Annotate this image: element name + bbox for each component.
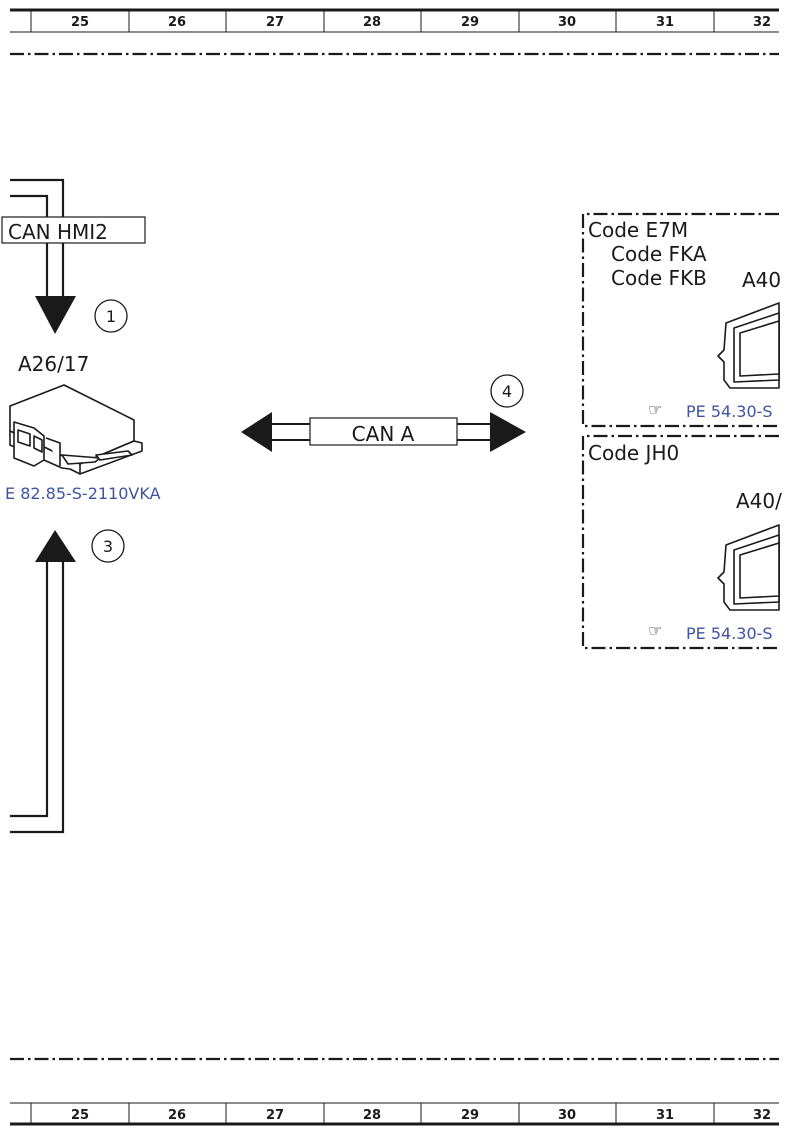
panel-top-code-1: Code FKA xyxy=(611,242,707,266)
panel-bottom-code-0: Code JH0 xyxy=(588,441,679,465)
panel-top-frame xyxy=(581,212,779,428)
can-a-label: CAN A xyxy=(352,422,415,446)
can-hmi2-label-box xyxy=(1,216,146,244)
panel-bottom-reference-text[interactable]: PE 54.30-S xyxy=(686,624,773,643)
can-a-bus xyxy=(241,412,526,452)
svg-text:1: 1 xyxy=(106,307,116,326)
column-label: 27 xyxy=(266,1108,284,1123)
panel-bottom-component-label: A40/ xyxy=(736,489,782,513)
column-label: 28 xyxy=(363,15,381,30)
column-label: 31 xyxy=(656,1108,674,1123)
can-hmi2-connection xyxy=(10,178,76,334)
control-unit-icon xyxy=(9,384,143,475)
column-label: 26 xyxy=(168,1108,186,1123)
column-label: 30 xyxy=(558,15,576,30)
marker-3: 3 xyxy=(91,529,125,563)
column-label: 28 xyxy=(363,1108,381,1123)
panel-bottom-reference[interactable]: ☞ PE 54.30-S xyxy=(648,621,773,643)
column-label: 29 xyxy=(461,1108,479,1123)
can-a-label-box xyxy=(309,417,458,446)
column-label: 30 xyxy=(558,1108,576,1123)
pointing-hand-icon: ☞ xyxy=(648,400,662,419)
arrow-left-icon xyxy=(241,412,272,452)
arrow-right-icon xyxy=(490,412,526,452)
display-unit-icon xyxy=(717,302,780,389)
panel-top-reference-text[interactable]: PE 54.30-S xyxy=(686,402,773,421)
column-label: 32 xyxy=(753,1108,771,1123)
top-column-ruler: 25 26 27 28 29 30 31 32 xyxy=(10,8,779,33)
column-label: 25 xyxy=(71,15,89,30)
module-a26-17-label: A26/17 xyxy=(18,352,89,376)
panel-top-reference[interactable]: ☞ PE 54.30-S xyxy=(648,400,773,421)
can-hmi2-label: CAN HMI2 xyxy=(8,220,108,244)
bottom-column-ruler: 25 26 27 28 29 30 31 32 xyxy=(10,1102,779,1126)
arrow-up-icon xyxy=(35,530,76,562)
marker-4: 4 xyxy=(490,374,524,408)
column-label: 27 xyxy=(266,15,284,30)
panel-top-component-label: A40 xyxy=(742,268,781,292)
column-label: 26 xyxy=(168,15,186,30)
arrow-down-icon xyxy=(35,296,76,334)
display-unit-icon xyxy=(717,524,780,611)
pointing-hand-icon: ☞ xyxy=(648,621,662,640)
column-label: 32 xyxy=(753,15,771,30)
column-label: 31 xyxy=(656,15,674,30)
panel-top-code-2: Code FKB xyxy=(611,266,707,290)
column-label: 25 xyxy=(71,1108,89,1123)
svg-text:4: 4 xyxy=(502,382,512,401)
panel-bottom-frame xyxy=(581,434,779,650)
module-a26-17-reference[interactable]: E 82.85-S-2110VKA xyxy=(5,484,161,503)
svg-text:3: 3 xyxy=(103,537,113,556)
column-label: 29 xyxy=(461,15,479,30)
panel-top-code-0: Code E7M xyxy=(588,218,688,242)
marker-1: 1 xyxy=(94,299,128,333)
lower-connection xyxy=(10,530,76,834)
